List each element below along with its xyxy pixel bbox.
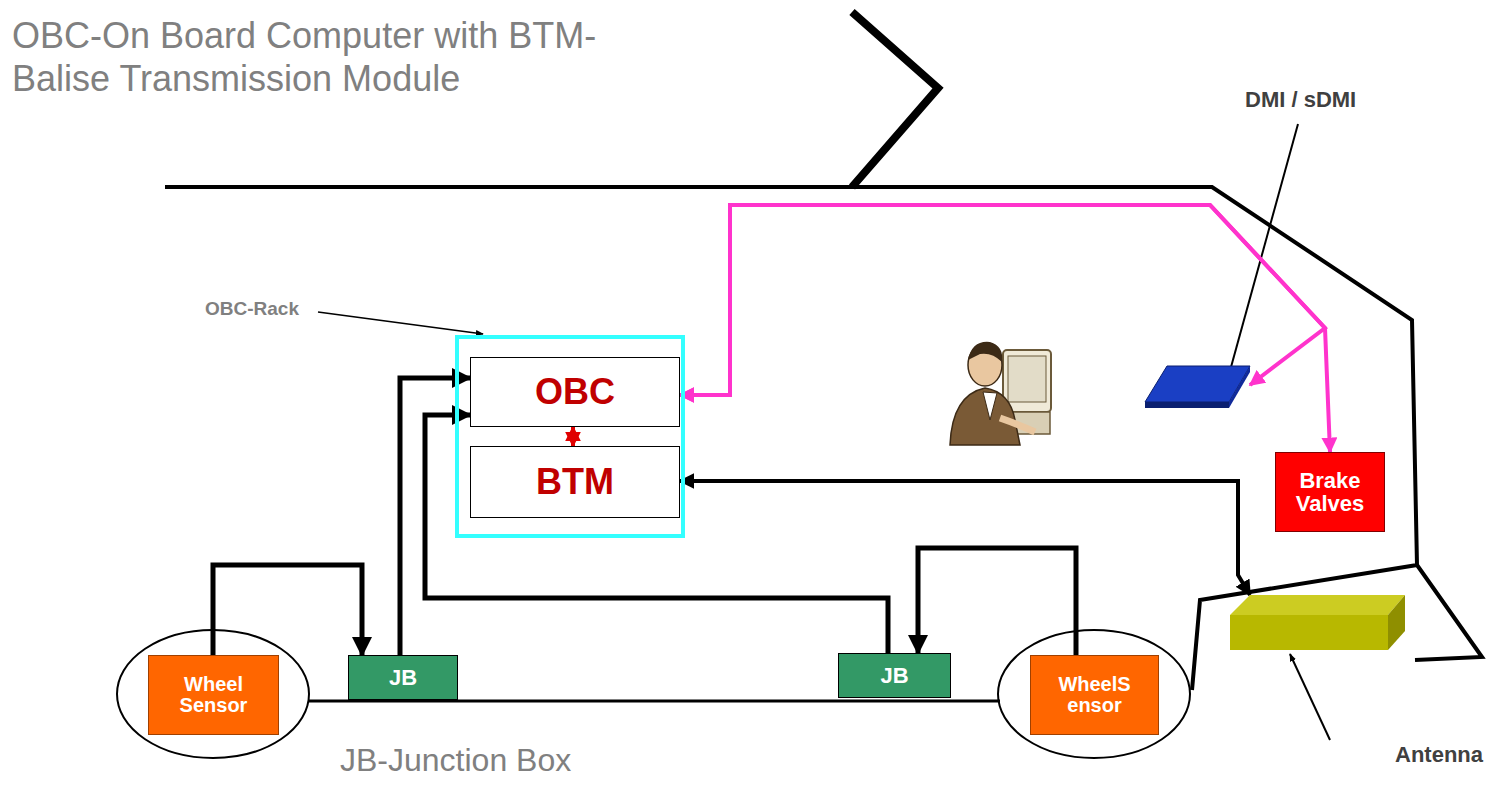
junction-box: JB — [838, 653, 951, 698]
rack-outline — [457, 337, 683, 536]
junction-box: JB — [348, 655, 458, 700]
wheel-circle — [998, 630, 1190, 758]
box-label: JB — [389, 666, 417, 689]
connector — [571, 427, 575, 446]
antenna-front — [1230, 615, 1388, 650]
leader-line — [1228, 124, 1298, 378]
process-box: BTM — [470, 446, 680, 518]
train-nose — [1415, 565, 1482, 660]
sensor-box: WheelS ensor — [1030, 655, 1159, 735]
train-outline — [165, 187, 1417, 690]
dmi-side — [1229, 366, 1250, 408]
connector — [400, 378, 470, 655]
connector — [680, 481, 1250, 595]
box-label: WheelS ensor — [1035, 674, 1154, 716]
box-label: BTM — [536, 463, 614, 501]
rack: OBC-RackOBCBTM — [455, 335, 685, 538]
ant-shape — [1230, 595, 1405, 650]
sensor-box: Wheel Sensor — [148, 655, 279, 735]
box-label: Wheel Sensor — [153, 674, 274, 716]
connector — [213, 565, 362, 655]
box-label: JB — [880, 664, 908, 687]
note-label: JB-Junction Box — [340, 742, 571, 779]
box-label: OBC — [535, 373, 615, 411]
pantograph — [852, 12, 938, 187]
antenna-side — [1388, 595, 1405, 650]
antenna: Antenna — [1230, 595, 1405, 650]
dmi-side — [1145, 402, 1229, 408]
valve-box: Brake Valves — [1275, 452, 1385, 532]
antenna-top — [1230, 595, 1405, 615]
connector — [680, 205, 1330, 452]
callout-label: DMI / sDMI — [1245, 88, 1356, 111]
connector — [918, 548, 1076, 655]
process-box: OBC — [470, 357, 680, 427]
display-unit: DMI / sDMI — [1145, 362, 1250, 412]
callout-label: OBC-Rack — [205, 299, 299, 319]
callout-label: Antenna — [1395, 743, 1483, 766]
dmi-shape — [1145, 362, 1250, 412]
leader-line — [1290, 654, 1330, 740]
leader-line — [318, 312, 483, 334]
box-label: Brake Valves — [1280, 469, 1380, 515]
person-clipart — [950, 342, 1051, 445]
title: OBC-On Board Computer with BTM-Balise Tr… — [12, 14, 622, 100]
